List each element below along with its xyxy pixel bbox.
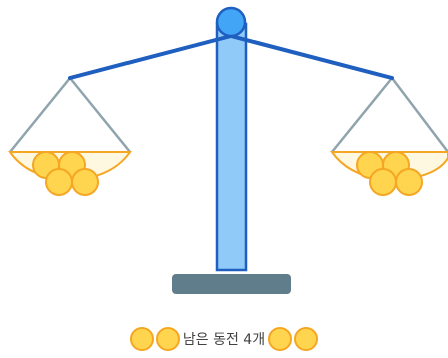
coin-icon [268,327,293,351]
coin [369,168,397,196]
left-pan [8,151,132,196]
remaining-coins-caption: 남은 동전 4개 [0,322,448,356]
right-pan-coins [356,151,423,196]
coin-icon [155,327,180,351]
left-pan-strings [9,77,131,153]
coin [71,168,99,196]
scale-beam [68,34,394,80]
left-pan-coins [32,151,99,196]
right-pan [330,151,448,196]
scale-pivot [215,6,247,38]
right-pan-strings [331,77,448,153]
coin-icon [129,327,154,351]
coin [395,168,423,196]
balance-scale [8,6,448,294]
coin [45,168,73,196]
scale-base [172,274,291,294]
scale-pillar [215,22,248,272]
coin-icon [294,327,319,351]
caption-text: 남은 동전 4개 [182,332,266,348]
